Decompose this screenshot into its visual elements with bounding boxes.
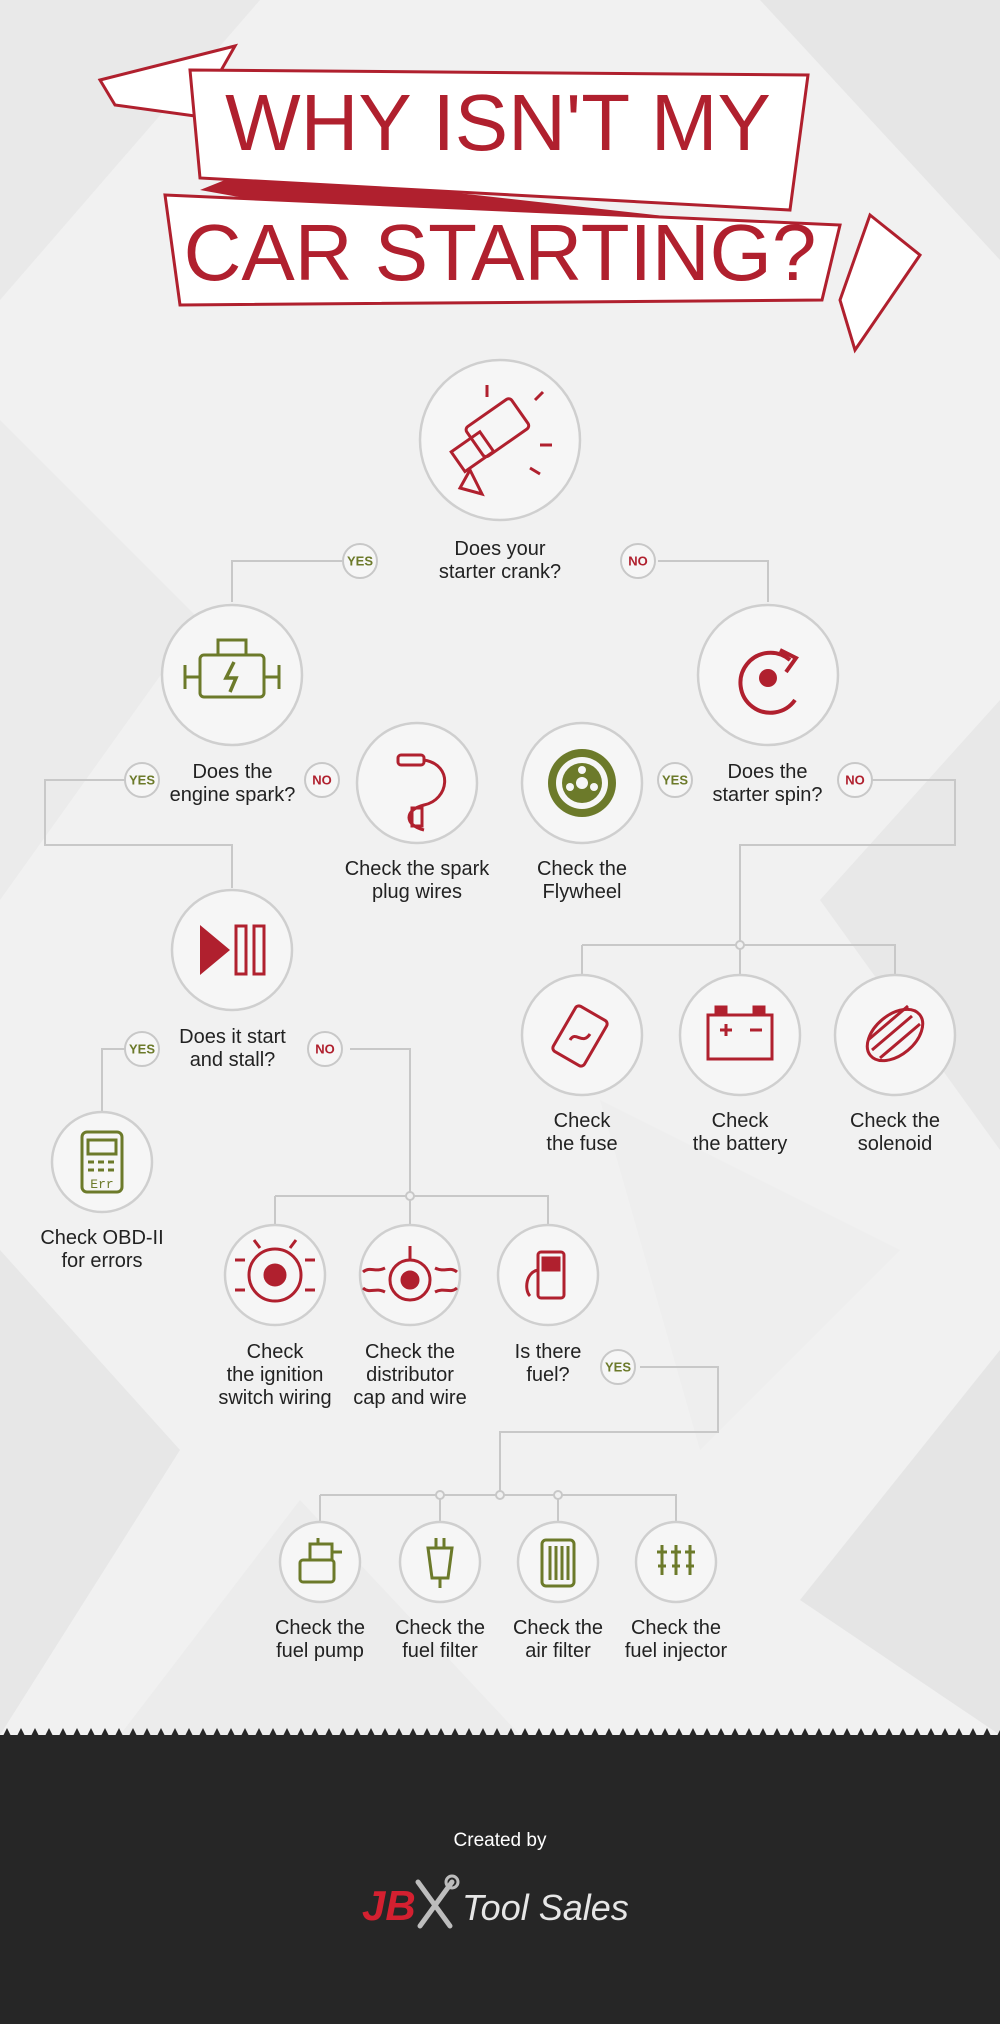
label-obd: Check OBD-II for errors: [40, 1227, 164, 1272]
label-fuse: Check the fuse: [546, 1110, 618, 1155]
label-spark-plug-wires: Check the spark plug wires: [344, 858, 490, 903]
junction-dots: [405, 940, 745, 1500]
flowchart: WHY ISN'T MY CAR STARTING?: [44, 43, 957, 1604]
badge-yes-spark: YES: [129, 773, 155, 788]
footer-zigzag: [0, 1728, 1000, 1742]
title-line-2: CAR STARTING?: [184, 208, 817, 297]
starter-motor-icon: [449, 385, 552, 497]
badges: YES NO YES NO YES NO YES NO YES: [124, 543, 873, 1385]
distributor-icon: [362, 1246, 458, 1302]
label-distributor: Check the distributor cap and wire: [353, 1341, 467, 1409]
label-ignition: Check the ignition switch wiring: [218, 1341, 332, 1409]
fuse-icon: [551, 1004, 609, 1068]
badge-no-crank: NO: [628, 554, 648, 569]
brand-text: Tool Sales: [462, 1887, 629, 1928]
fuel-injector-icon: [657, 1545, 695, 1575]
badge-yes-crank: YES: [347, 554, 373, 569]
badge-yes-spin: YES: [662, 773, 688, 788]
question-fuel: Is there fuel?: [514, 1341, 582, 1386]
badge-no-spark: NO: [312, 773, 332, 788]
air-filter-icon: [540, 1538, 576, 1588]
fuel-filter-icon: [426, 1538, 454, 1588]
question-engine-spark: Does the engine spark?: [169, 761, 296, 806]
created-by-text: Created by: [453, 1830, 547, 1851]
question-start-stall: Does it start and stall?: [179, 1026, 286, 1071]
badge-yes-fuel: YES: [605, 1360, 631, 1375]
label-flywheel: Check the Flywheel: [536, 858, 628, 903]
crossed-tools-icon: [415, 1874, 460, 1929]
badge-no-stall: NO: [315, 1042, 335, 1057]
label-fuel-pump: Check the fuel pump: [274, 1617, 366, 1662]
battery-icon: [706, 1005, 774, 1061]
badge-yes-stall: YES: [129, 1042, 155, 1057]
question-starter-spin: Does the starter spin?: [712, 761, 823, 806]
question-starter-crank: Does your starter crank?: [438, 538, 562, 583]
fuel-pump-icon: [298, 1538, 342, 1584]
title-line-1: WHY ISN'T MY: [225, 78, 771, 167]
play-pause-icon: [200, 924, 266, 976]
obd-scanner-icon: [80, 1130, 124, 1194]
label-fuel-injector: Check the fuel injector: [624, 1617, 728, 1662]
engine-icon: [183, 638, 281, 699]
fuel-pump-station-icon: [525, 1250, 566, 1300]
spark-plug-wire-icon: [396, 753, 447, 832]
label-fuel-filter: Check the fuel filter: [394, 1617, 486, 1662]
solenoid-icon: [865, 1004, 925, 1063]
title-ribbon: WHY ISN'T MY CAR STARTING?: [97, 43, 923, 354]
brand-mark: JB: [362, 1882, 416, 1929]
node-circles: [50, 358, 957, 1604]
footer: [0, 1735, 1000, 2024]
brand-logo: JB Tool Sales: [362, 1874, 629, 1929]
label-solenoid: Check the solenoid: [849, 1110, 941, 1155]
label-air-filter: Check the air filter: [512, 1617, 604, 1662]
label-battery: Check the battery: [692, 1110, 788, 1155]
rotate-icon: [738, 648, 799, 715]
obd-screen-text: Err: [90, 1177, 113, 1192]
ignition-icon: [235, 1239, 315, 1303]
badge-no-spin: NO: [845, 773, 865, 788]
flywheel-icon: [548, 749, 616, 817]
